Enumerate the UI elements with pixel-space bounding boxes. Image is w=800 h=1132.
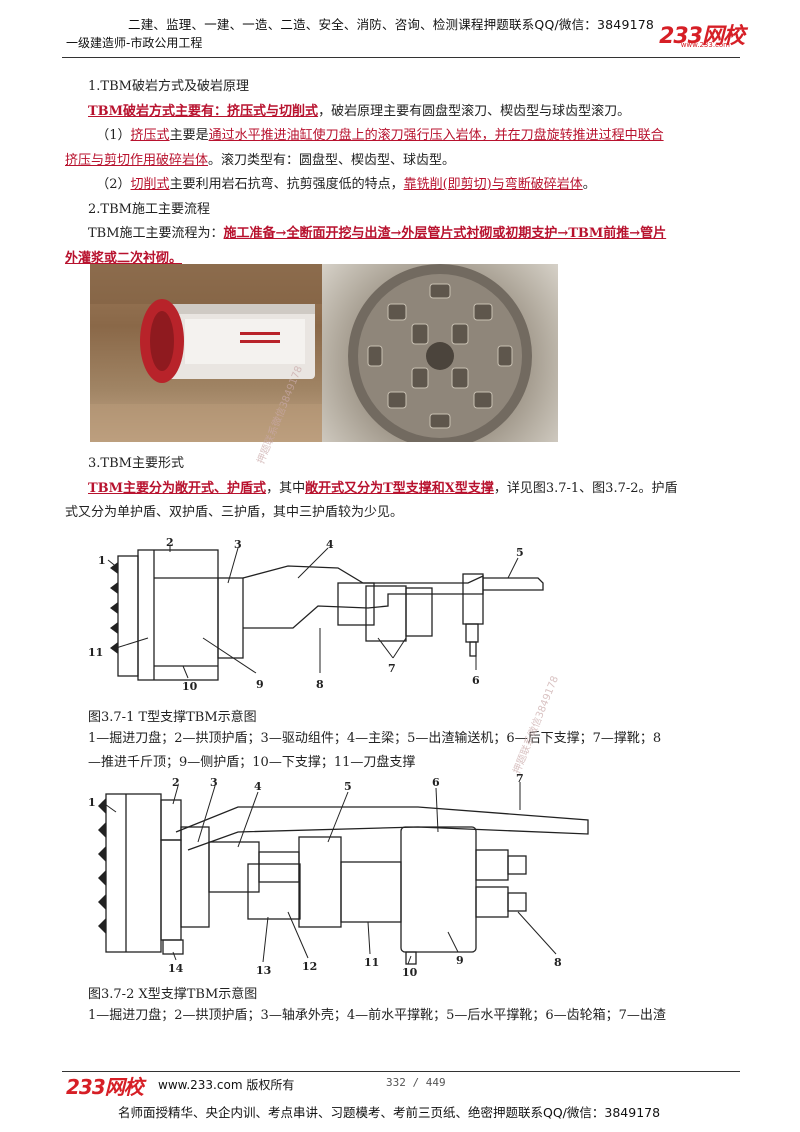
highlight-text: 敞开式又分为T型支撑和X型支撑	[305, 480, 494, 496]
body-text: 主要利用岩石抗弯、抗剪强度低的特点，	[169, 177, 404, 192]
figure2-description-line1: 1—掘进刀盘；2—拱顶护盾；3—轴承外壳；4—前水平撑靴；5—后水平撑靴；6—齿…	[88, 1008, 666, 1023]
highlight-text: 通过水平推进油缸使刀盘上的滚刀强行压入岩体，并在刀盘旋转推进过程中联合	[208, 128, 664, 143]
figure2-label-9: 9	[456, 954, 464, 967]
figure1-description-line2: —推进千斤顶；9—侧护盾；10—下支撑；11—刀盘支撑	[88, 755, 416, 770]
section3-paragraph2: 式又分为单护盾、双护盾、三护盾，其中三护盾较为少见。	[65, 505, 404, 520]
highlight-text: TBM破岩方式主要有：挤压式与切削式	[88, 103, 319, 119]
figure2-label-7: 7	[516, 772, 524, 785]
section1-heading: 1.TBM破岩方式及破岩原理	[88, 79, 249, 94]
figure1-label-8: 8	[316, 678, 324, 691]
body-text: 主要是	[169, 128, 209, 143]
figure2-label-8: 8	[554, 956, 562, 969]
highlight-text: 外灌浆或二次衬砌。	[65, 250, 183, 266]
section1-paragraph2: （1）挤压式主要是通过水平推进油缸使刀盘上的滚刀强行压入岩体，并在刀盘旋转推进过…	[88, 124, 743, 149]
body-text: TBM施工主要流程为：	[88, 226, 224, 241]
section1-paragraph3: （2）切削式主要利用岩石抗弯、抗剪强度低的特点，靠铣削(即剪切)与弯断破碎岩体。	[88, 173, 743, 198]
body-text: 。	[582, 177, 596, 192]
figure1-description-line1: 1—掘进刀盘；2—拱顶护盾；3—驱动组件；4—主梁；5—出渣输送机；6—后下支撑…	[88, 731, 662, 746]
header-top-line: 二建、监理、一建、一造、二造、安全、消防、咨询、检测课程押题联系QQ/微信：38…	[128, 17, 655, 32]
highlight-text: TBM主要分为敞开式、护盾式	[88, 480, 267, 496]
body-text: ，详见图3.7-1、图3.7-2。护盾	[493, 480, 678, 496]
figure1-description: 1—掘进刀盘；2—拱顶护盾；3—驱动组件；4—主梁；5—出渣输送机；6—后下支撑…	[88, 727, 743, 775]
figure2-label-10: 10	[402, 966, 418, 977]
section3: 3.TBM主要形式 TBM主要分为敞开式、护盾式，其中敞开式又分为T型支撑和X型…	[65, 452, 743, 526]
figure2-label-6: 6	[432, 776, 440, 789]
section3-paragraph1: TBM主要分为敞开式、护盾式，其中敞开式又分为T型支撑和X型支撑，详见图3.7-…	[88, 477, 743, 502]
figure2-label-3: 3	[210, 776, 218, 789]
header-divider	[62, 57, 740, 58]
figure2-label-1: 1	[88, 796, 96, 809]
page-content: 1.TBM破岩方式及破岩原理 TBM破岩方式主要有：挤压式与切削式，破岩原理主要…	[65, 75, 743, 271]
highlight-text: 挤压与剪切作用破碎岩体	[65, 152, 209, 168]
figure1-label-7: 7	[388, 662, 396, 675]
figure1-label-4: 4	[326, 538, 334, 551]
body-text: ，破岩原理主要有圆盘型滚刀、楔齿型与球齿型滚刀。	[318, 103, 631, 119]
figure2-description: 1—掘进刀盘；2—拱顶护盾；3—轴承外壳；4—前水平撑靴；5—后水平撑靴；6—齿…	[88, 1004, 743, 1028]
figure2-caption: 图3.7-2 X型支撑TBM示意图	[88, 987, 258, 1002]
figure1-caption: 图3.7-1 T型支撑TBM示意图	[88, 710, 257, 725]
cutterhead-part	[105, 793, 162, 953]
document-subtitle: 一级建造师-市政公用工程	[66, 36, 203, 50]
brand-logo-url: www.233.com	[680, 41, 730, 49]
figure1-label-5: 5	[516, 546, 524, 559]
footer-brand-logo[interactable]: 233网校	[66, 1075, 144, 1099]
page-number: 332 / 449	[386, 1076, 446, 1089]
figure1-t-type-tbm-diagram: 1 2 3 4 5 6 7 8 9 10 11	[88, 538, 544, 693]
cutterhead-illustration	[348, 264, 532, 442]
figure1-label-6: 6	[472, 674, 480, 687]
section2-paragraph1: TBM施工主要流程为：施工准备→全断面开挖与出渣→外层管片式衬砌或初期支护→TB…	[88, 222, 743, 247]
section1-paragraph1: TBM破岩方式主要有：挤压式与切削式，破岩原理主要有圆盘型滚刀、楔齿型与球齿型滚…	[88, 100, 743, 125]
tbm-cutterhead-photo	[322, 264, 558, 442]
section2-paragraph1-cont: 外灌浆或二次衬砌。	[65, 247, 743, 272]
list-marker: （2）	[96, 177, 131, 192]
tbm-machine-illustration	[90, 264, 322, 442]
figure1-label-11: 11	[88, 646, 103, 659]
figure2-label-14: 14	[168, 962, 184, 975]
highlight-text: 施工准备→全断面开挖与出渣→外层管片式衬砌或初期支护→TBM前推→管片	[223, 226, 667, 241]
footer-copyright: www.233.com 版权所有	[158, 1078, 295, 1092]
figure1-label-3: 3	[234, 538, 242, 551]
figure2-label-12: 12	[302, 960, 317, 973]
figure2-label-13: 13	[256, 964, 271, 977]
section3-heading: 3.TBM主要形式	[88, 456, 184, 471]
tbm-photos	[90, 264, 558, 442]
highlight-text: 靠铣削(即剪切)与弯断破碎岩体	[403, 177, 583, 192]
highlight-text: 挤压式	[130, 128, 170, 143]
figure1-label-9: 9	[256, 678, 264, 691]
cutterhead-part	[117, 555, 139, 677]
figure1-label-1: 1	[98, 554, 106, 567]
footer-divider	[62, 1071, 740, 1072]
footer-promo-line: 名师面授精华、央企内训、考点串讲、习题模考、考前三页纸、绝密押题联系QQ/微信：…	[118, 1105, 661, 1120]
section1-paragraph2-cont: 挤压与剪切作用破碎岩体。滚刀类型有：圆盘型、楔齿型、球齿型。	[65, 149, 743, 174]
figure1-label-2: 2	[166, 538, 174, 549]
body-text: 。滚刀类型有：圆盘型、楔齿型、球齿型。	[208, 152, 456, 168]
brand-logo[interactable]: 233网校	[659, 24, 745, 49]
tbm-tunnel-photo	[90, 264, 322, 442]
figure2-label-11: 11	[364, 956, 379, 969]
body-text: ，其中	[266, 480, 306, 496]
figure2-x-type-tbm-diagram: 1 2 3 4 5 6 7 8 9 10 11 12 13 14	[88, 772, 589, 977]
highlight-text: 切削式	[130, 177, 170, 192]
list-marker: （1）	[96, 128, 131, 143]
section2-heading: 2.TBM施工主要流程	[88, 201, 210, 217]
figure2-label-2: 2	[172, 776, 180, 789]
figure2-label-5: 5	[344, 780, 352, 793]
figure1-label-10: 10	[182, 680, 198, 693]
figure2-label-4: 4	[254, 780, 262, 793]
